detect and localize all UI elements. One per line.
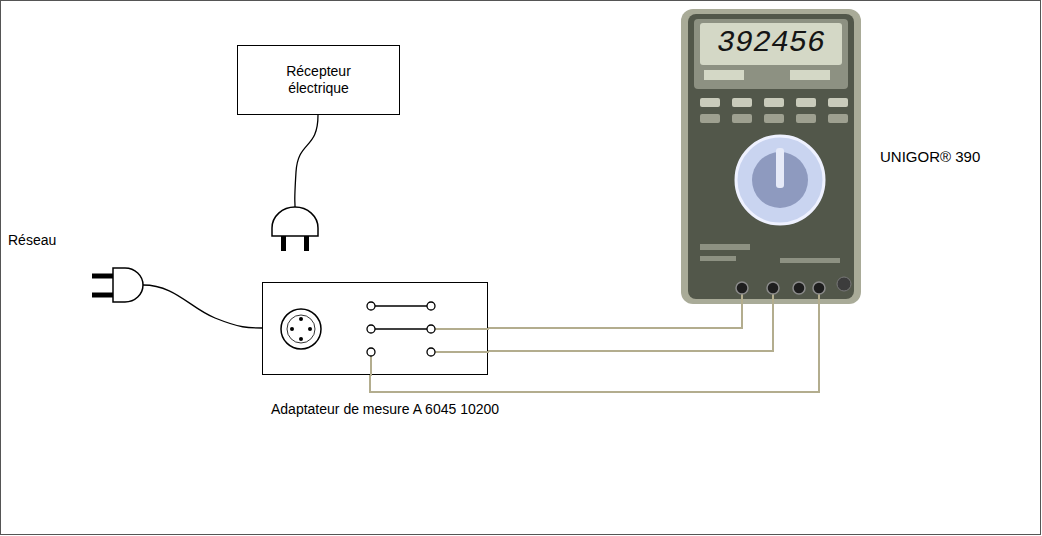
mains-label: Réseau <box>8 232 56 249</box>
receiver-cable <box>295 115 318 207</box>
receiver-plug <box>272 207 318 251</box>
socket <box>281 309 321 349</box>
multimeter: 392456UNIGOR® 390 <box>680 8 862 305</box>
mains-cable <box>143 285 262 328</box>
box-label: Récepteur électrique <box>269 63 369 97</box>
receiver-box: Récepteur électrique <box>237 45 400 115</box>
adapter-panel <box>263 283 489 376</box>
measuring-adapter: Adaptateur de mesure A 6045 10200 <box>262 282 488 375</box>
lcd-reading: 392456 <box>702 26 840 60</box>
terminals <box>367 302 489 376</box>
test-lead-wire <box>488 305 742 328</box>
device-name: UNIGOR® 390 <box>880 148 980 165</box>
test-lead-wire <box>488 305 773 351</box>
device-label: Adaptateur de mesure A 6045 10200 <box>271 401 499 418</box>
mains-plug <box>92 268 143 302</box>
